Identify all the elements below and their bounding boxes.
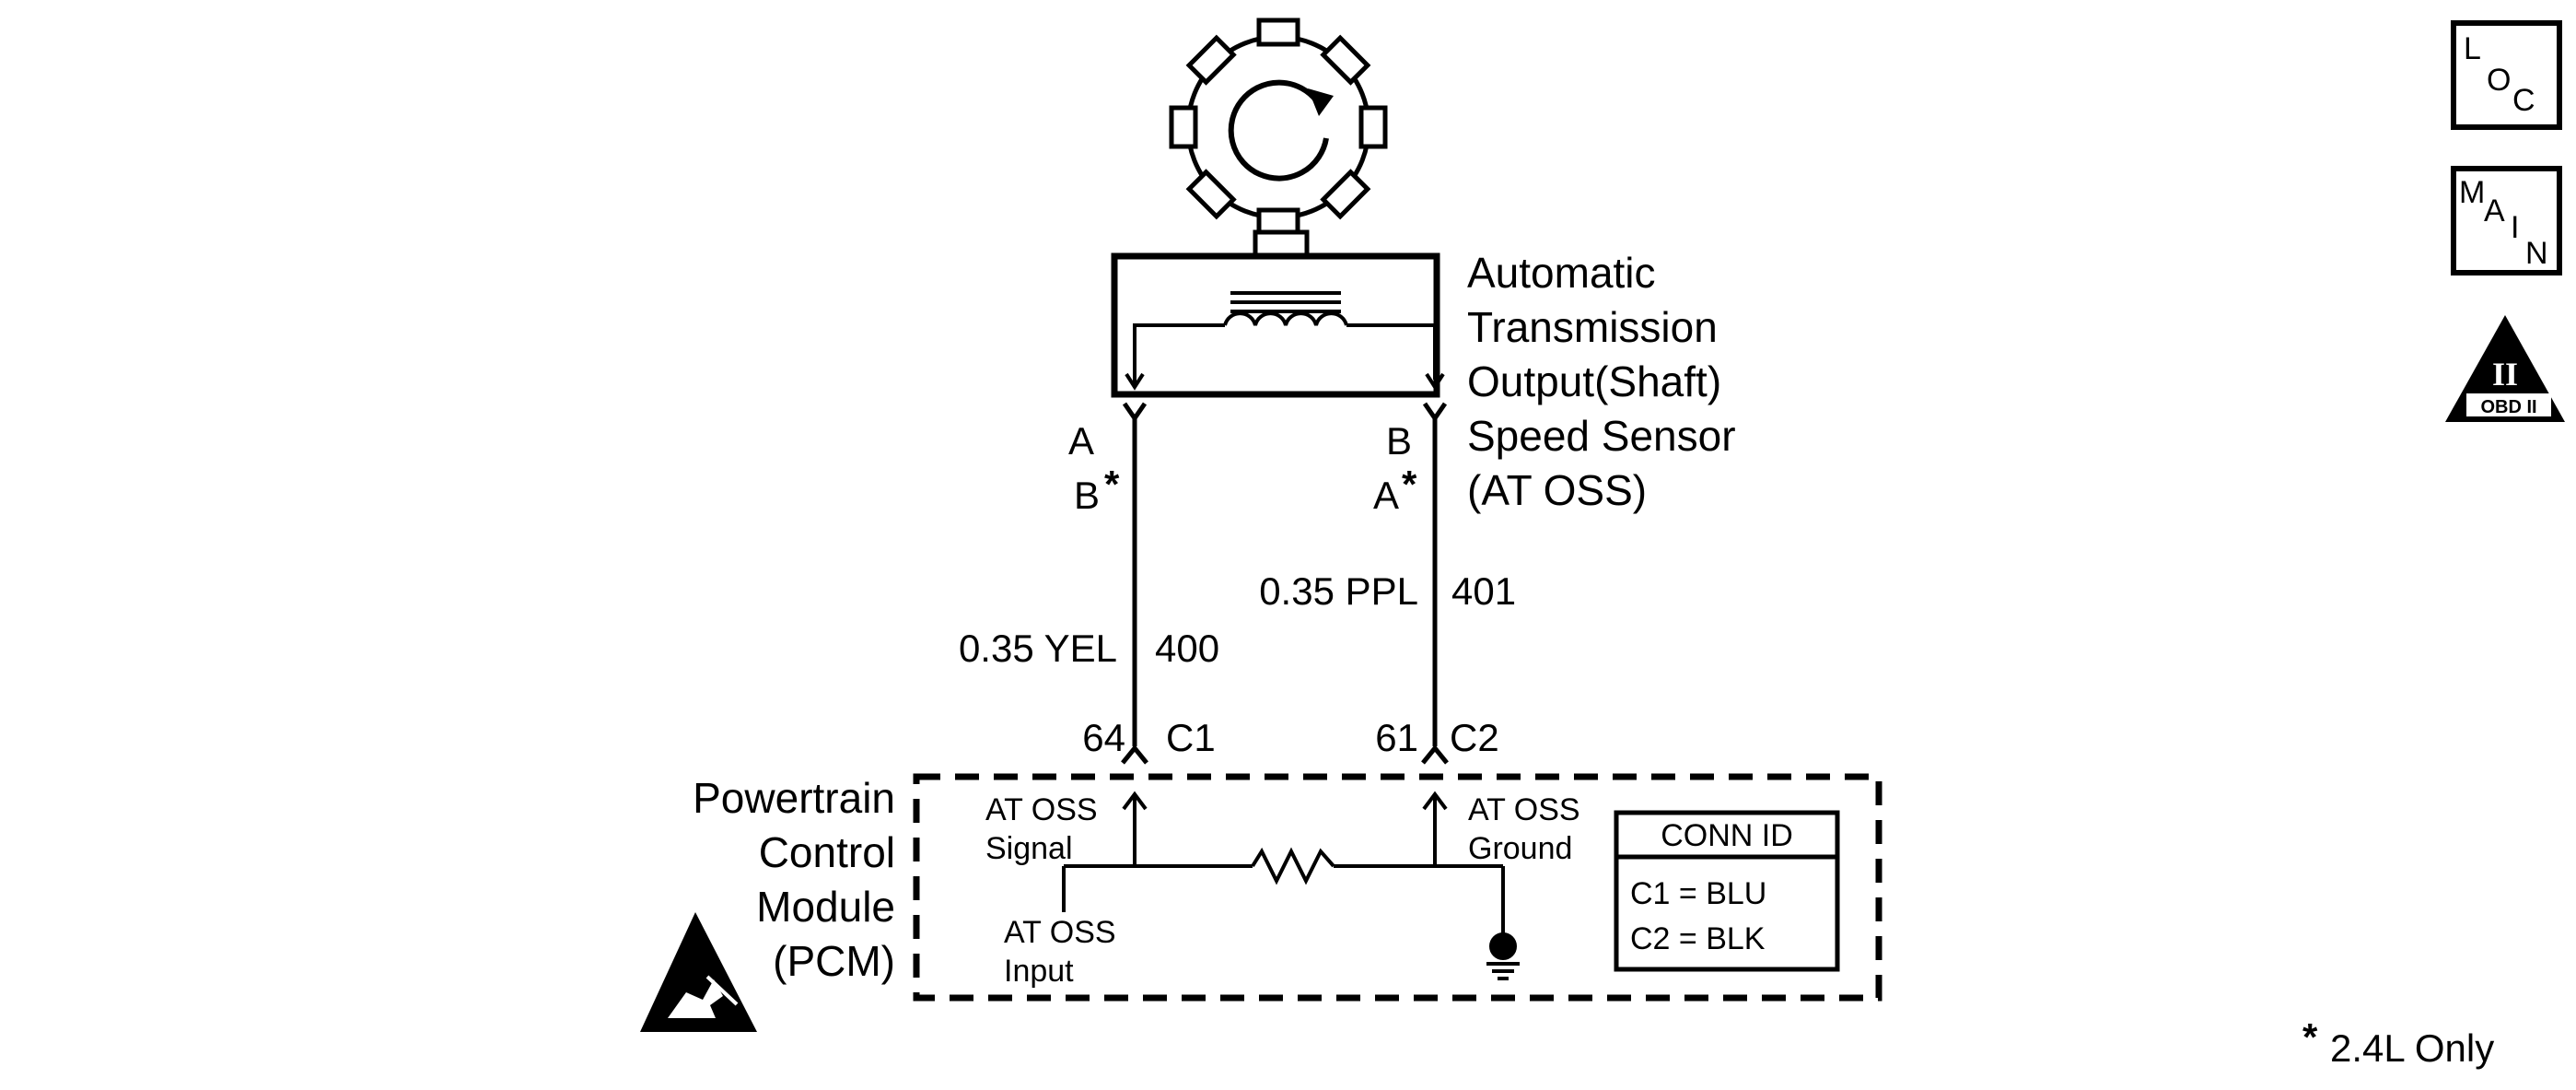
left-wire-circuit: 400 bbox=[1155, 627, 1219, 670]
right-wire-gauge-color: 0.35 PPL bbox=[1259, 569, 1418, 613]
pcm-name-line-2: Control bbox=[759, 828, 895, 876]
right-pin-alt-label: A bbox=[1373, 474, 1399, 517]
obd-ii-label: OBD II bbox=[2480, 397, 2536, 417]
ground-label-line-2: Ground bbox=[1468, 831, 1572, 866]
input-label-line-2: Input bbox=[1004, 954, 1074, 989]
esd-warning-icon bbox=[640, 912, 757, 1032]
right-pin-asterisk: * bbox=[1402, 463, 1417, 506]
conn-id-row-2: C2 = BLK bbox=[1630, 921, 1766, 956]
ground-icon bbox=[1486, 932, 1520, 980]
signal-label-line-2: Signal bbox=[985, 831, 1073, 866]
input-label-line-1: AT OSS bbox=[1004, 915, 1116, 950]
right-pin-label: B bbox=[1386, 419, 1412, 463]
loc-icon-letter-1: L bbox=[2464, 31, 2481, 66]
main-icon-letter-4: N bbox=[2525, 236, 2548, 271]
left-pin-alt-label: B bbox=[1074, 474, 1100, 517]
sensor-body bbox=[1111, 229, 1445, 398]
right-pcm-connector: C2 bbox=[1450, 716, 1499, 759]
left-pcm-pin: 64 bbox=[1082, 716, 1125, 759]
main-icon-letter-1: M bbox=[2459, 175, 2485, 210]
obd-ii-icon[interactable]: II OBD II bbox=[2445, 315, 2565, 422]
left-pin-label: A bbox=[1068, 419, 1094, 463]
main-icon[interactable]: M A I N bbox=[2451, 166, 2562, 275]
wires bbox=[1121, 402, 1449, 765]
pcm-boundary bbox=[913, 773, 1882, 1002]
main-icon-letter-3: I bbox=[2511, 210, 2519, 245]
sensor-name-line-2: Transmission bbox=[1467, 303, 1718, 351]
left-pin-asterisk: * bbox=[1104, 463, 1120, 506]
conn-id-title: CONN ID bbox=[1661, 818, 1793, 853]
signal-label-line-1: AT OSS bbox=[985, 792, 1098, 827]
sensor-name-line-1: Automatic bbox=[1467, 249, 1656, 297]
footnote-asterisk: * bbox=[2302, 1015, 2318, 1059]
left-pcm-connector: C1 bbox=[1166, 716, 1216, 759]
right-wire-circuit: 401 bbox=[1451, 569, 1516, 613]
sensor-name-line-3: Output(Shaft) bbox=[1467, 357, 1721, 405]
obd-ii-numeral: II bbox=[2492, 356, 2518, 393]
loc-icon-letter-2: O bbox=[2487, 63, 2511, 98]
footnote-text: 2.4L Only bbox=[2330, 1026, 2494, 1070]
loc-icon-letter-3: C bbox=[2512, 83, 2535, 118]
sensor-name-line-4: Speed Sensor bbox=[1467, 412, 1736, 460]
right-pcm-pin: 61 bbox=[1375, 716, 1418, 759]
reluctor-wheel-icon bbox=[1169, 18, 1388, 237]
pcm-internal-circuit bbox=[1062, 791, 1505, 938]
pcm-name-line-1: Powertrain bbox=[693, 774, 895, 822]
left-wire-gauge-color: 0.35 YEL bbox=[959, 627, 1117, 670]
conn-id-row-1: C1 = BLU bbox=[1630, 876, 1766, 911]
main-icon-letter-2: A bbox=[2484, 193, 2505, 229]
ground-label-line-1: AT OSS bbox=[1468, 792, 1580, 827]
conn-id-box: CONN ID C1 = BLU C2 = BLK bbox=[1614, 810, 1840, 972]
pcm-name-line-4: (PCM) bbox=[773, 937, 895, 985]
pcm-name-line-3: Module bbox=[756, 883, 895, 931]
loc-icon[interactable]: L O C bbox=[2451, 20, 2562, 130]
sensor-name-line-5: (AT OSS) bbox=[1467, 466, 1647, 514]
